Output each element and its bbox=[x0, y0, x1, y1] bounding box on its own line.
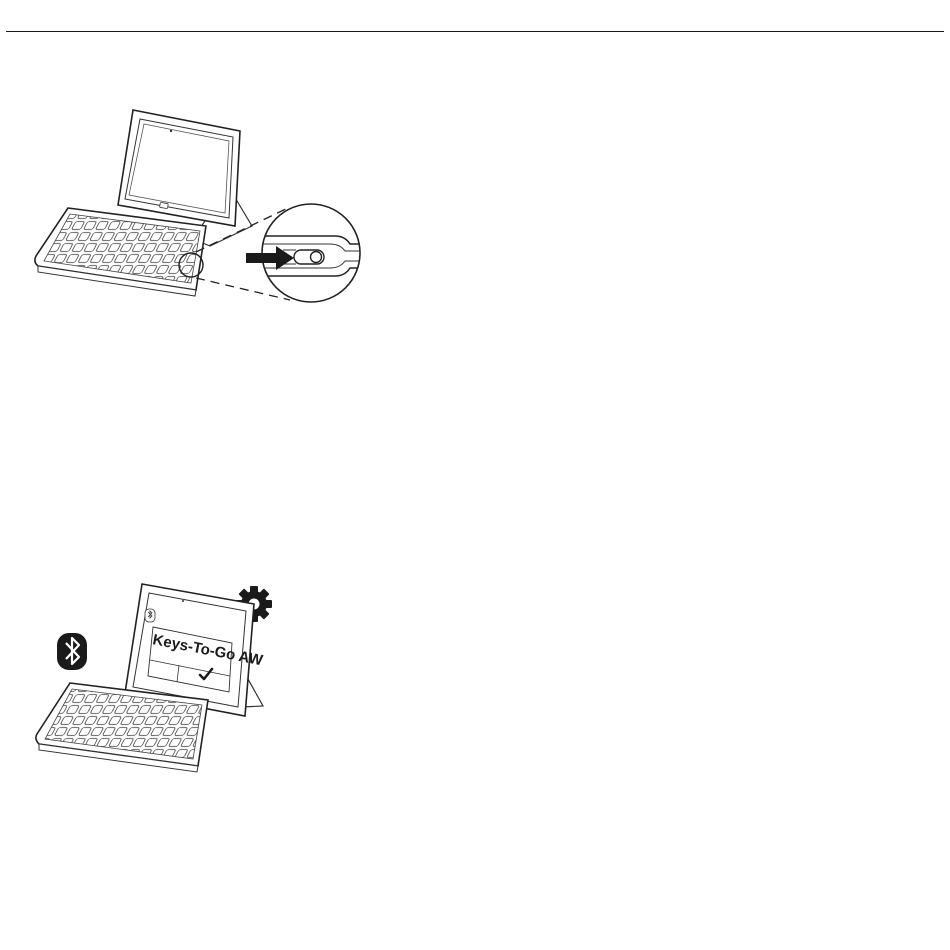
keyboard-2 bbox=[36, 683, 208, 772]
keyboard bbox=[35, 208, 206, 296]
figure-power-on bbox=[35, 110, 372, 302]
tablet bbox=[118, 110, 240, 226]
bluetooth-icon bbox=[57, 633, 87, 670]
figure-bluetooth-pairing: Keys-To-Go AW bbox=[36, 584, 272, 772]
